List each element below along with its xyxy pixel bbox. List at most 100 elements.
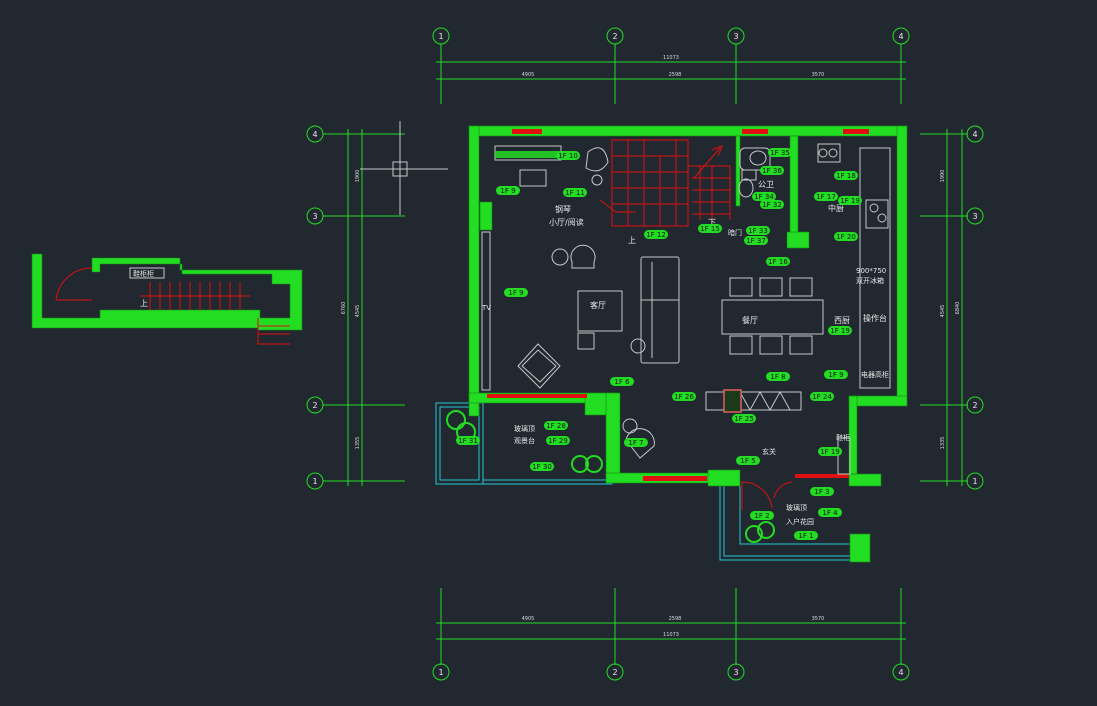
index-tag-label: 1F 19 (830, 327, 850, 335)
index-tag-label: 1F 24 (812, 393, 832, 401)
grid-label-right-3: 3 (972, 212, 977, 221)
dim-right-total: 6840 (955, 302, 961, 315)
dim-top-seg-1: 4905 (522, 72, 535, 78)
index-tag-label: 1F 20 (836, 233, 856, 241)
grid-bubble-right-1 (966, 472, 984, 490)
grid-label-bottom-1: 1 (438, 668, 443, 677)
dim-left-total: 6760 (341, 302, 347, 315)
dim-left-seg-1: 1900 (355, 170, 361, 183)
index-tag: 1F 36 (760, 166, 784, 175)
grid-bubble-left-2 (306, 396, 324, 414)
index-tag: 1F 5 (736, 456, 760, 465)
dim-left-seg-3: 1355 (355, 437, 361, 450)
index-tag-label: 1F 4 (822, 509, 838, 517)
grid-label-bottom-3: 3 (733, 668, 738, 677)
grid-bubble-bottom-3 (727, 663, 745, 681)
label-stairs-up: 上 (628, 236, 636, 245)
index-tag: 1F 25 (732, 414, 756, 423)
main-walls (468, 125, 908, 563)
dimension-top: 11073 4905 2598 3570 (436, 55, 906, 80)
index-tag: 1F 28 (544, 421, 568, 430)
grid-bubble-right-3 (966, 207, 984, 225)
plant-icon (446, 410, 466, 430)
index-tag: 1F 12 (644, 230, 668, 239)
index-tag: 1F 8 (766, 372, 790, 381)
label-lounge: 小厅/阅读 (549, 217, 584, 227)
dim-top-seg-3: 3570 (812, 72, 825, 78)
grid-bubble-left-3 (306, 207, 324, 225)
index-tag: 1F 16 (766, 257, 790, 266)
dim-bottom-seg-1: 4905 (522, 616, 535, 622)
index-tag: 1F 9 (824, 370, 848, 379)
planters (446, 410, 775, 543)
index-tag-label: 1F 16 (768, 258, 788, 266)
index-tag-label: 1F 37 (746, 237, 766, 245)
index-tag-label: 1F 8 (770, 373, 785, 381)
index-tag: 1F 1 (794, 531, 818, 540)
cursor-crosshair-icon (360, 121, 448, 215)
label-tv: TV (481, 304, 491, 312)
index-tag: 1F 19 (838, 196, 862, 205)
index-tag-label: 1F 7 (628, 439, 643, 447)
label-counter: 操作台 (863, 313, 887, 323)
index-tag-label: 1F 32 (762, 201, 782, 209)
label-shoe-cabinet: 鞋柜柜 (133, 269, 154, 278)
grid-axis-bottom: 4905 2598 3570 11073 1 2 3 4 (432, 588, 910, 681)
index-tag-label: 1F 2 (754, 512, 769, 520)
label-living-room: 客厅 (590, 300, 606, 310)
index-tag-label: 1F 29 (548, 437, 568, 445)
label-foyer: 玄关 (762, 447, 776, 456)
label-western-kitchen: 西厨 (834, 316, 850, 325)
index-tag: 1F 10 (556, 151, 580, 160)
grid-bubble-top-3 (727, 27, 745, 45)
index-tag-label: 1F 11 (565, 189, 585, 197)
index-tag-label: 1F 17 (816, 193, 836, 201)
dim-right-seg-2: 4545 (940, 305, 946, 318)
index-tag: 1F 30 (530, 462, 554, 471)
index-tag-label: 1F 5 (740, 457, 755, 465)
dim-top-total: 11073 (663, 55, 679, 61)
index-tag-label: 1F 10 (558, 152, 578, 160)
grid-label-top-2: 2 (612, 32, 617, 41)
grid-bubble-top-2 (606, 27, 624, 45)
index-tag-label: 1F 15 (700, 225, 720, 233)
grid-bubble-top-4 (892, 27, 910, 45)
label-chinese-kitchen: 中厨 (828, 203, 844, 213)
index-tag: 1F 29 (546, 436, 570, 445)
grid-bubble-right-4 (966, 125, 984, 143)
grid-label-left-1: 1 (312, 477, 317, 486)
label-cabinet-spec: 900*750 (856, 267, 886, 275)
index-tag-label: 1F 33 (748, 227, 768, 235)
dim-right-seg-1: 1990 (940, 170, 946, 183)
main-stair (599, 139, 731, 227)
label-dining-room: 餐厅 (742, 316, 758, 325)
index-tag-label: 1F 12 (646, 231, 666, 239)
index-tag: 1F 19 (828, 326, 852, 335)
plant-icon (585, 455, 603, 473)
index-tag: 1F 4 (818, 508, 842, 517)
grid-axis-left: 4 3 2 1 6760 1900 4545 1355 (306, 125, 405, 490)
grid-bubble-bottom-2 (606, 663, 624, 681)
dim-bottom-seg-3: 3570 (812, 616, 825, 622)
index-tag-label: 1F 34 (754, 193, 774, 201)
room-labels: 钢琴 小厅/阅读 上 下 公卫 中厨 900*750 双开冰箱 TV 客厅 餐厅… (481, 180, 889, 526)
index-tag: 1F 9 (504, 288, 528, 297)
index-tag-label: 1F 1 (798, 532, 813, 540)
index-tag: 1F 34 (752, 192, 776, 201)
index-tag: 1F 24 (810, 392, 834, 401)
index-tag-label: 1F 9 (508, 289, 523, 297)
index-tag-label: 1F 26 (674, 393, 694, 401)
grid-label-top-3: 3 (733, 32, 738, 41)
grid-label-bottom-4: 4 (898, 668, 903, 677)
plant-icon (745, 525, 763, 543)
index-tag-label: 1F 9 (828, 371, 843, 379)
index-tag: 1F 7 (624, 438, 648, 447)
label-appliance-cabinet: 电器高柜 (861, 370, 889, 379)
label-entry-garden: 入户花园 (786, 517, 814, 526)
label-glass-railing-2: 玻璃顶 (786, 503, 807, 512)
plant-icon (571, 455, 589, 473)
index-tag-label: 1F 28 (546, 422, 566, 430)
stair-detail-left: 鞋柜柜 上 (31, 253, 303, 345)
